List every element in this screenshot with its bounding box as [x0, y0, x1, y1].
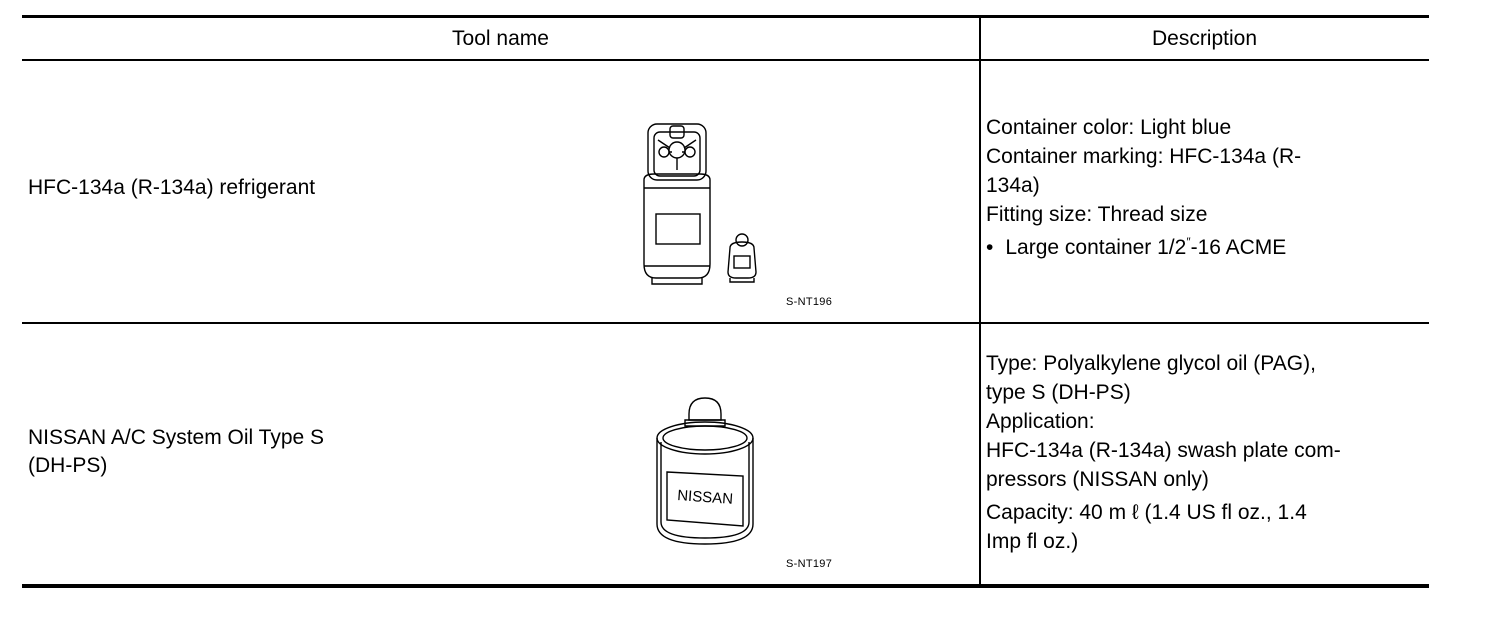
column-divider [979, 15, 981, 587]
desc-line: Container color: Light blue [986, 116, 1232, 139]
desc-line: type S (DH-PS) [986, 381, 1131, 404]
tool-name-line: NISSAN A/C System Oil Type S [28, 426, 325, 449]
tools-table: Tool name Description [22, 15, 1429, 588]
tool-name-line: (DH-PS) [28, 454, 108, 477]
desc-line: Fitting size: Thread size [986, 203, 1208, 226]
can-label-text: NISSAN [677, 487, 734, 508]
description-refrigerant: Container color: Light blue Container ma… [986, 113, 1386, 262]
desc-line: HFC-134a (R-134a) swash plate com- [986, 439, 1341, 462]
tool-name-oil: NISSAN A/C System Oil Type S (DH-PS) [28, 424, 448, 480]
column-header-description: Description [1151, 26, 1258, 50]
desc-line: Capacity: 40 m ℓ (1.4 US fl oz., 1.4 [986, 501, 1307, 524]
description-oil: Type: Polyalkylene glycol oil (PAG), typ… [986, 349, 1386, 556]
table-top-rule [22, 15, 1429, 18]
table-bottom-rule [22, 584, 1429, 588]
header-rule [22, 59, 1429, 61]
desc-line: pressors (NISSAN only) [986, 468, 1209, 491]
bullet-text: Large container 1/2″-16 ACME [1005, 235, 1287, 259]
tool-name-refrigerant: HFC-134a (R-134a) refrigerant [28, 176, 316, 199]
desc-line: Application: [986, 410, 1095, 433]
column-header-tool-name: Tool name [452, 26, 549, 50]
bullet-icon: • [986, 236, 994, 259]
refrigerant-cylinder-illustration [643, 123, 757, 285]
row-divider [22, 322, 1429, 324]
desc-line: Container marking: HFC-134a (R- [986, 145, 1302, 168]
desc-line: Imp fl oz.) [986, 530, 1079, 553]
desc-line: 134a) [986, 174, 1040, 197]
figure-code-s-nt197: S-NT197 [786, 558, 833, 570]
figure-code-s-nt196: S-NT196 [786, 296, 833, 308]
desc-bullet-item: • Large container 1/2″-16 ACME [986, 233, 1386, 262]
desc-line: Type: Polyalkylene glycol oil (PAG), [986, 352, 1316, 375]
oil-can-illustration: NISSAN [656, 397, 754, 545]
